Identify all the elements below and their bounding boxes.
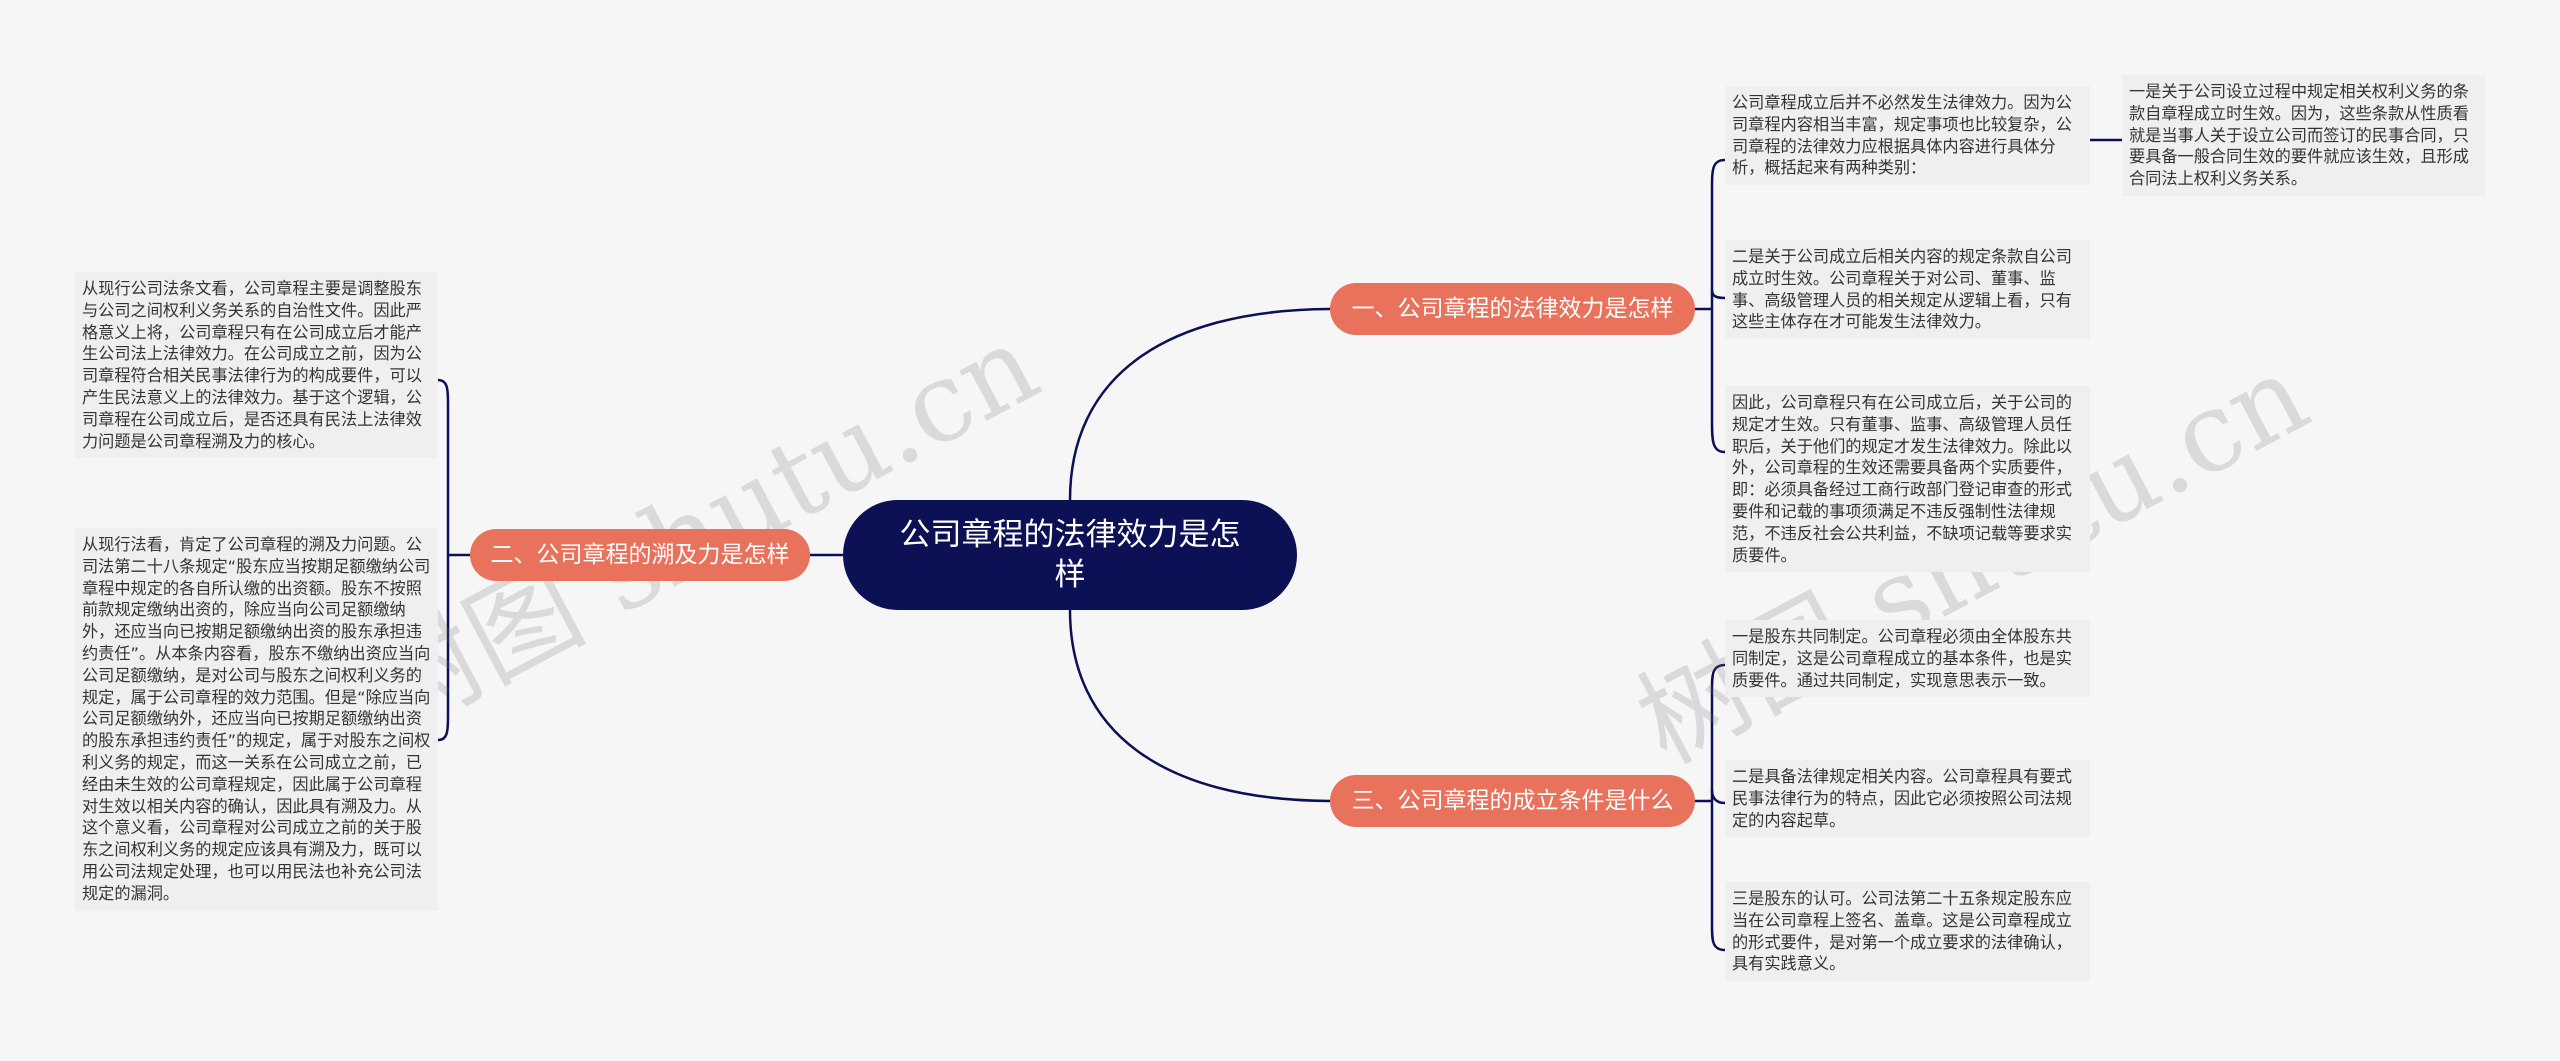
leaf-b1-1-sub[interactable]: 一是关于公司设立过程中规定相关权利义务的条款自章程成立时生效。因为，这些条款从性… (2122, 75, 2485, 196)
leaf-b2-2[interactable]: 从现行法看，肯定了公司章程的溯及力问题。公司法第二十八条规定“股东应当按期足额缴… (75, 528, 438, 911)
leaf-b1-3[interactable]: 因此，公司章程只有在公司成立后，关于公司的规定才生效。只有董事、监事、高级管理人… (1725, 386, 2090, 573)
root-node[interactable]: 公司章程的法律效力是怎样 (843, 500, 1297, 610)
root-title: 公司章程的法律效力是怎样 (899, 517, 1241, 593)
leaf-b3-2[interactable]: 二是具备法律规定相关内容。公司章程具有要式民事法律行为的特点，因此它必须按照公司… (1725, 760, 2090, 838)
connector-b2-bracket (437, 378, 470, 742)
leaf-text: 从现行公司法条文看，公司章程主要是调整股东与公司之间权利义务关系的自治性文件。因… (82, 279, 422, 451)
leaf-text: 从现行法看，肯定了公司章程的溯及力问题。公司法第二十八条规定“股东应当按期足额缴… (82, 535, 431, 903)
leaf-b2-1[interactable]: 从现行公司法条文看，公司章程主要是调整股东与公司之间权利义务关系的自治性文件。因… (75, 272, 438, 459)
leaf-text: 公司章程成立后并不必然发生法律效力。因为公司章程内容相当丰富，规定事项也比较复杂… (1732, 93, 2072, 178)
branch-node-conditions[interactable]: 三、公司章程的成立条件是什么 (1330, 775, 1695, 827)
leaf-b1-1[interactable]: 公司章程成立后并不必然发生法律效力。因为公司章程内容相当丰富，规定事项也比较复杂… (1725, 86, 2090, 186)
leaf-b1-2[interactable]: 二是关于公司成立后相关内容的规定条款自公司成立时生效。公司章程关于对公司、董事、… (1725, 240, 2090, 340)
connector-root-b1 (1068, 307, 1331, 501)
leaf-text: 二是具备法律规定相关内容。公司章程具有要式民事法律行为的特点，因此它必须按照公司… (1732, 767, 2072, 830)
branch-label: 三、公司章程的成立条件是什么 (1351, 788, 1674, 814)
connector-root-b3 (1068, 609, 1331, 803)
leaf-text: 三是股东的认可。公司法第二十五条规定股东应当在公司章程上签名、盖章。这是公司章程… (1732, 889, 2072, 974)
branch-label: 二、公司章程的溯及力是怎样 (490, 542, 790, 568)
leaf-text: 一是股东共同制定。公司章程必须由全体股东共同制定，这是公司章程成立的基本条件，也… (1732, 627, 2072, 690)
connector-b3-leaf2 (1710, 789, 1726, 805)
branch-node-retroactivity[interactable]: 二、公司章程的溯及力是怎样 (470, 529, 810, 581)
branch-label: 一、公司章程的法律效力是怎样 (1351, 296, 1674, 322)
connector-b1-leaf2 (1710, 289, 1726, 300)
leaf-text: 因此，公司章程只有在公司成立后，关于公司的规定才生效。只有董事、监事、高级管理人… (1732, 393, 2072, 565)
leaf-b3-1[interactable]: 一是股东共同制定。公司章程必须由全体股东共同制定，这是公司章程成立的基本条件，也… (1725, 620, 2090, 698)
connector-b1-bracket (1695, 158, 1726, 454)
leaf-b3-3[interactable]: 三是股东的认可。公司法第二十五条规定股东应当在公司章程上签名、盖章。这是公司章程… (1725, 882, 2090, 982)
connector-b3-bracket (1695, 663, 1726, 952)
leaf-text: 二是关于公司成立后相关内容的规定条款自公司成立时生效。公司章程关于对公司、董事、… (1732, 247, 2072, 332)
leaf-text: 一是关于公司设立过程中规定相关权利义务的条款自章程成立时生效。因为，这些条款从性… (2129, 82, 2469, 189)
branch-node-legal-effect[interactable]: 一、公司章程的法律效力是怎样 (1330, 283, 1695, 335)
